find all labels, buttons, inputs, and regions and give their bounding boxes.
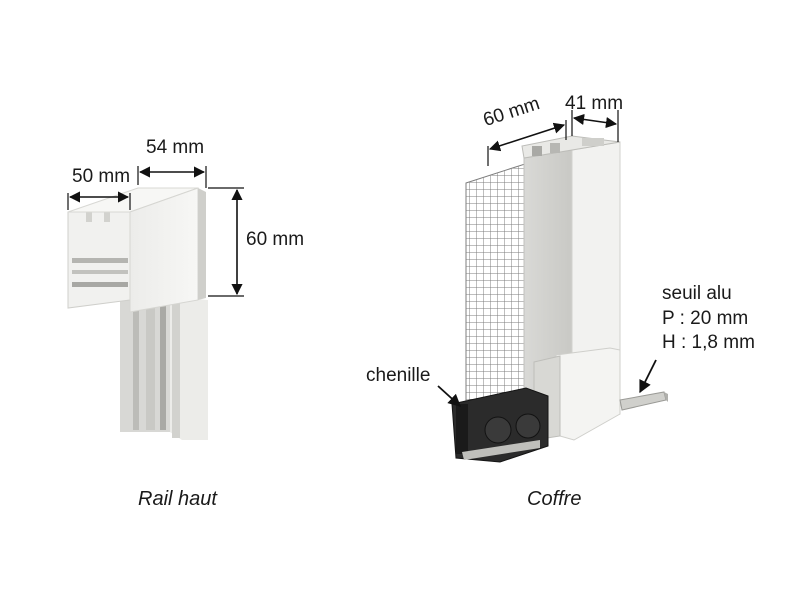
coffre-caption: Coffre [527,488,582,510]
seuil-alu-label: seuil alu [662,283,732,304]
chenille-pointer [437,385,461,407]
rail-dim-width-label: 50 mm [72,166,131,187]
coffre-top-notch-1 [532,146,542,156]
seuil-depth-label: P : 20 mm [662,308,749,329]
rail-section-lip-1 [86,212,92,222]
rail-dim-depth-label: 54 mm [146,137,205,158]
rail-dim-height-label: 60 mm [246,229,305,250]
coffre-assembly [451,135,668,463]
seuil-pointer [639,359,657,394]
dim-41-line [572,113,618,129]
rail-vertical-groove-2 [146,302,155,430]
rail-section-slot-2 [72,270,128,274]
chenille-wheel-2 [515,413,541,439]
coffre-dimensions [437,110,657,407]
seuil-alu-bar-end [664,392,668,402]
rail-vertical-back [120,300,170,432]
rail-right-edge [198,188,206,300]
coffre-top-notch-2 [550,143,560,153]
seuil-alu-bar [619,391,667,411]
coffre-top-notch-3 [582,138,604,146]
rail-haut-profile [67,187,208,440]
rail-section-slot-3 [72,282,128,287]
rail-vertical-groove-4 [172,300,180,438]
coffre-dim-width-label: 41 mm [565,93,624,114]
rail-haut-caption: Rail haut [138,488,217,510]
chenille-strip [456,404,468,454]
rail-vertical-groove-1 [133,302,139,430]
rail-section-lip-2 [104,212,110,222]
rail-dimensions [67,166,244,297]
rail-section-slot-1 [72,258,128,263]
rail-vertical-groove-3 [160,302,166,430]
dim-60-coffre-line [488,122,566,152]
seuil-height-label: H : 1,8 mm [662,332,755,353]
chenille-wheel-1 [484,416,512,444]
chenille-bottom-plate [462,440,540,460]
coffre-lower-box [555,347,621,441]
mosquito-mesh [465,162,529,411]
chenille-label: chenille [366,365,431,386]
